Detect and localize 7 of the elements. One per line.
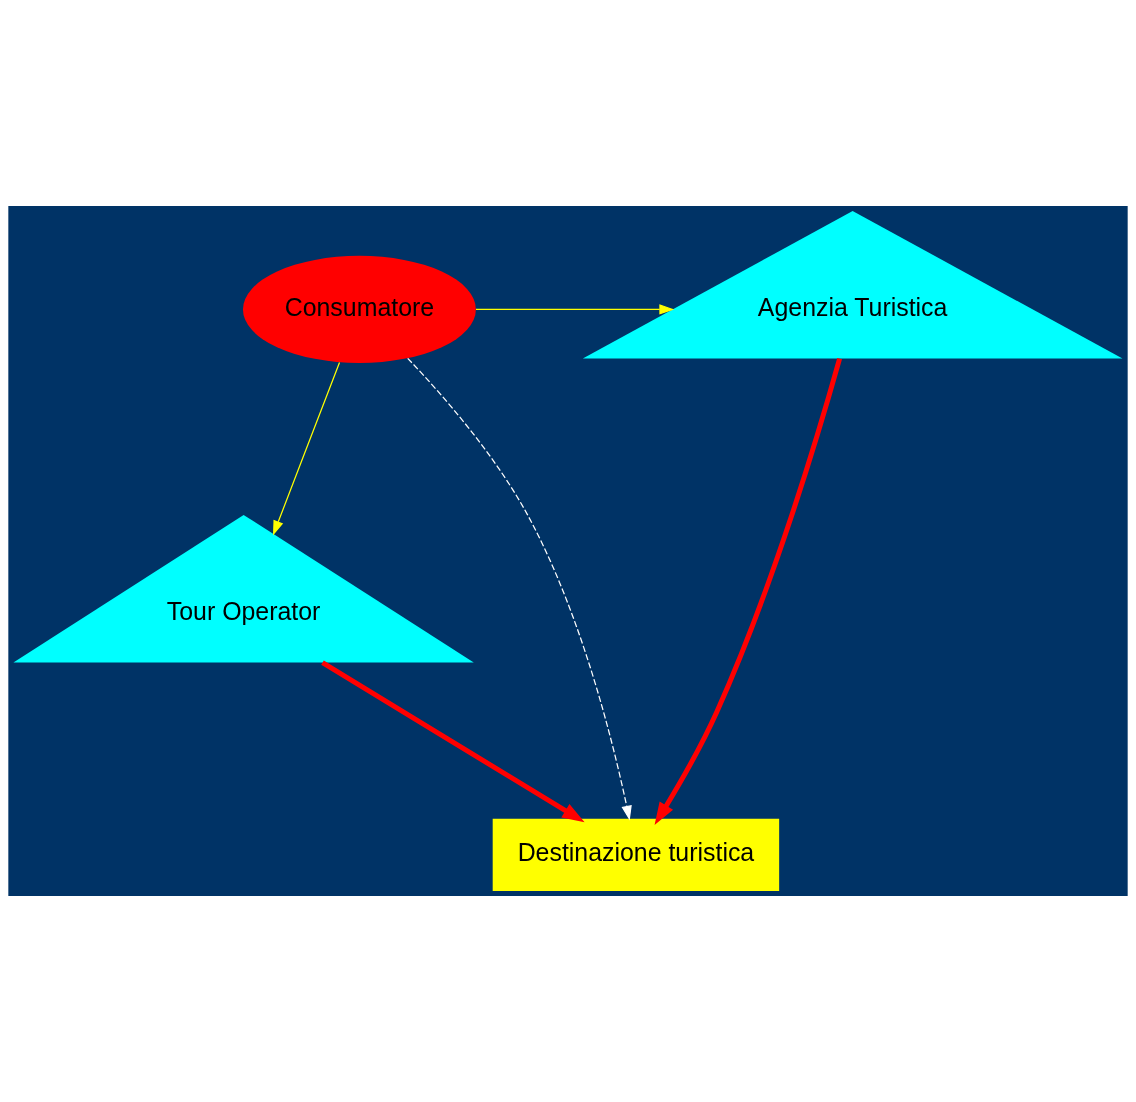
arrow: [273, 361, 341, 536]
arrow: [654, 358, 842, 825]
arrow: [321, 660, 585, 823]
node-box: Destinazione turistica: [492, 818, 780, 891]
arrow: [475, 304, 675, 315]
arrow: [407, 357, 632, 821]
node-ellipse: Consumatore: [242, 255, 476, 363]
